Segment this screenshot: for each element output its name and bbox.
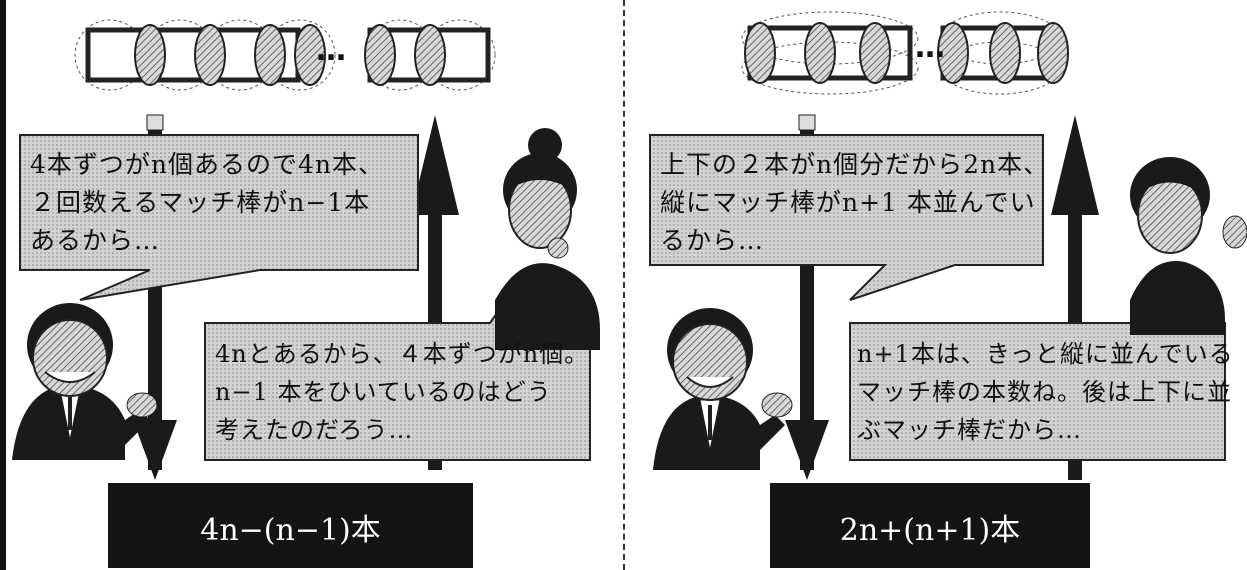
vertical-stick [804, 22, 836, 84]
panel-left: … 4本ずつがn個あるので4n本、 ２回数えるマッチ棒がn−1本 あるから… 4… [0, 0, 622, 570]
right-top-bubble-text: 上下の２本がn個分だから2n本、 縦にマッチ棒がn+1 本並んでい るから… [660, 146, 1049, 260]
bubble-line: n+1本は、きっと縦に並んでいる [857, 340, 1234, 368]
shared-stick [414, 24, 446, 86]
matchstick-chain [74, 19, 496, 91]
bubble-line: 上下の２本がn個分だから2n本、 [660, 150, 1050, 179]
bubble-line: n−1 本をひいているのはどう [215, 378, 552, 406]
bubble-line: マッチ棒の本数ね。後は上下に並 [857, 378, 1232, 406]
girl-face [1137, 176, 1203, 254]
left-top-bubble-text: 4本ずつがn個あるので4n本、 ２回数えるマッチ棒がn−1本 あるから… [30, 146, 384, 260]
girl-figure [1130, 157, 1247, 335]
right-formula: 2n+(n+1)本 [839, 513, 1021, 548]
left-bottom-bubble-text: 4nとあるから、４本ずつがn個。 n−1 本をひいているのはどう 考えたのだろう… [215, 335, 589, 449]
bubble-line: 考えたのだろう… [215, 416, 414, 444]
girl-figure [495, 128, 600, 350]
panel-divider [623, 0, 625, 570]
vertical-stick [989, 22, 1021, 84]
shared-stick [364, 24, 396, 86]
matchstick-chain [741, 11, 1069, 95]
bubble-line: あるから… [30, 226, 161, 255]
right-bottom-bubble-text: n+1本は、きっと縦に並んでいる マッチ棒の本数ね。後は上下に並 ぶマッチ棒だか… [857, 335, 1234, 449]
speech-bubble-top [19, 134, 419, 301]
vertical-stick [1037, 22, 1069, 84]
bubble-line: 縦にマッチ棒がn+1 本並んでい [660, 188, 1036, 217]
bubble-line: 4本ずつがn個あるので4n本、 [30, 150, 385, 179]
shared-stick [134, 24, 166, 86]
shared-stick [194, 24, 226, 86]
right-illustration [649, 11, 1247, 568]
panel-right: … 上下の２本がn個分だから2n本、 縦にマッチ棒がn+1 本並んでい るから…… [625, 0, 1247, 570]
speech-bubble-top [649, 134, 1044, 301]
chain-ellipsis: … [316, 33, 346, 68]
left-illustration [12, 19, 600, 568]
boy-figure [653, 308, 793, 470]
boy-figure [12, 303, 158, 460]
bubble-line: 4nとあるから、４本ずつがn個。 [215, 340, 590, 368]
chain-ellipsis: … [915, 30, 945, 65]
bubble-line: ぶマッチ棒だから… [857, 416, 1082, 444]
left-edge-bar [0, 0, 6, 570]
vertical-stick [937, 22, 969, 84]
shared-stick [254, 24, 286, 86]
bubble-line: るから… [660, 226, 765, 255]
formula-box [770, 483, 1090, 568]
formula-box [108, 483, 473, 568]
left-formula: 4n−(n−1)本 [200, 513, 381, 548]
boy-face [32, 319, 108, 397]
vertical-stick [744, 22, 776, 84]
boy-face [672, 323, 748, 401]
bubble-line: ２回数えるマッチ棒がn−1本 [30, 188, 371, 217]
shared-stick [294, 24, 326, 86]
vertical-stick [859, 22, 891, 84]
